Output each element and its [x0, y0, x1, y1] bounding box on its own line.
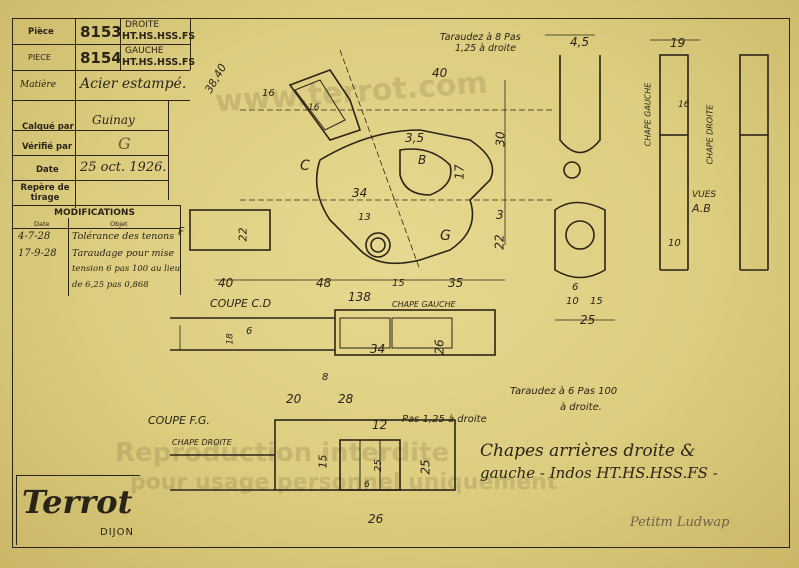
dim-34-top: 34: [352, 186, 368, 200]
modifications-label: MODIFICATIONS: [54, 208, 135, 218]
tarau-6-note: Taraudez à 6 Pas 100: [510, 386, 618, 397]
dim-20: 20: [286, 392, 302, 406]
chape-gauche-label: CHAPE GAUCHE: [392, 300, 456, 309]
grade-left: HT.HS.HSS.FS: [122, 57, 196, 68]
piece-label-2: PIECE: [28, 53, 51, 62]
dim-35: 35: [448, 276, 464, 290]
dim-16-b: 16: [308, 103, 320, 113]
dim-8: 8: [322, 372, 329, 383]
dim-40-top: 40: [432, 66, 448, 80]
coupe-fg-label: COUPE F.G.: [148, 414, 210, 427]
dim-15-bottom: 15: [316, 454, 330, 469]
dim-26-bottom: 26: [368, 512, 384, 526]
dim-22-a: 22: [236, 227, 250, 242]
label-c: C: [300, 158, 310, 174]
dim-19: 19: [670, 36, 686, 50]
vues-label: VUES: [692, 190, 717, 200]
dim-10-right: 10: [566, 296, 579, 307]
dim-15-right: 15: [590, 296, 603, 307]
mod-objet-col: Objet: [110, 220, 128, 228]
mod-date-2: 17-9-28: [18, 248, 57, 259]
label-g: G: [440, 228, 451, 244]
dim-6-bottom: 6: [364, 480, 370, 490]
dim-30: 30: [493, 131, 508, 147]
dim-28: 28: [338, 392, 354, 406]
mod-date-1: 4-7-28: [18, 231, 51, 242]
mod-objet-2: Taraudage pour mise: [72, 248, 175, 259]
dim-25-bar: 25: [372, 459, 384, 472]
pas-125-note: Pas 1,25 à droite: [402, 414, 487, 425]
dim-40: 40: [218, 276, 234, 290]
mod-objet-4: de 6,25 pas 0,868: [72, 280, 149, 290]
dim-3-5: 3,5: [405, 131, 425, 145]
signature: Petitm Ludwap: [630, 515, 730, 530]
grade-right: HT.HS.HSS.FS: [122, 31, 196, 42]
chape-gauche-vertical: CHAPE GAUCHE: [643, 82, 653, 147]
dim-15: 15: [392, 278, 405, 289]
matiere-label: Matière: [20, 80, 57, 90]
date-label: Date: [36, 165, 59, 175]
calque-value: Guinay: [92, 113, 135, 127]
coupe-cd-label: COUPE C.D: [210, 297, 272, 310]
dim-25-right: 25: [580, 313, 596, 327]
terrot-logo: Terrot DIJON: [16, 475, 140, 545]
dim-6-mid: 6: [246, 326, 253, 337]
dim-138: 138: [348, 290, 371, 304]
side-right: DROITE: [125, 20, 160, 30]
date-value: 25 oct. 1926.: [80, 160, 167, 175]
dim-12: 12: [372, 418, 388, 432]
verifie-value: G: [118, 134, 131, 153]
piece-label: Pièce: [28, 27, 54, 37]
repere-label: Repère de tirage: [20, 183, 70, 203]
dim-10-side: 10: [668, 238, 681, 249]
tarau-6b-note: à droite.: [560, 402, 602, 413]
side-left: GAUCHE: [125, 46, 164, 56]
watermark-line2: pour usage personnel uniquement: [130, 470, 558, 495]
chape-droite-label: CHAPE DROITE: [172, 438, 232, 447]
ab-label: A.B: [692, 202, 711, 215]
label-b: B: [418, 153, 427, 167]
chape-droite-vertical: CHAPE DROITE: [705, 104, 715, 165]
label-f: F: [178, 225, 185, 238]
main-title-line2: gauche - Indos HT.HS.HSS.FS -: [480, 464, 718, 482]
dim-16-a: 16: [262, 88, 275, 99]
drawing-border: [12, 18, 790, 548]
dim-3: 3: [496, 208, 504, 222]
dim-18: 18: [225, 333, 236, 345]
dim-22-b: 22: [492, 234, 507, 250]
dim-25-bottom: 25: [418, 459, 433, 475]
dim-26-mid: 26: [432, 339, 447, 355]
tarau-8b-note: 1,25 à droite: [455, 43, 516, 54]
matiere-value: Acier estampé.: [80, 76, 187, 92]
mod-objet-3: tension 6 pas 100 au lieu: [72, 264, 181, 274]
piece-number-left: 8154: [80, 49, 122, 67]
dim-13: 13: [358, 212, 371, 223]
logo-brand: Terrot: [22, 483, 133, 521]
calque-label: Calqué par: [22, 122, 74, 132]
dim-6-right: 6: [572, 282, 579, 293]
logo-city: DIJON: [100, 527, 134, 538]
piece-number-right: 8153: [80, 23, 122, 41]
mod-date-col: Date: [34, 220, 50, 228]
mod-objet-1: Tolérance des tenons: [72, 231, 175, 242]
watermark-line1: Reproduction interdite: [115, 438, 450, 468]
dim-4-5: 4,5: [570, 35, 590, 49]
tarau-8-note: Taraudez à 8 Pas: [440, 32, 521, 43]
dim-48: 48: [316, 276, 332, 290]
main-title-line1: Chapes arrières droite &: [480, 441, 696, 461]
dim-16-right: 16: [678, 100, 690, 110]
dim-17: 17: [452, 164, 467, 180]
dim-34-mid: 34: [370, 342, 386, 356]
verifie-label: Vérifié par: [22, 142, 73, 152]
